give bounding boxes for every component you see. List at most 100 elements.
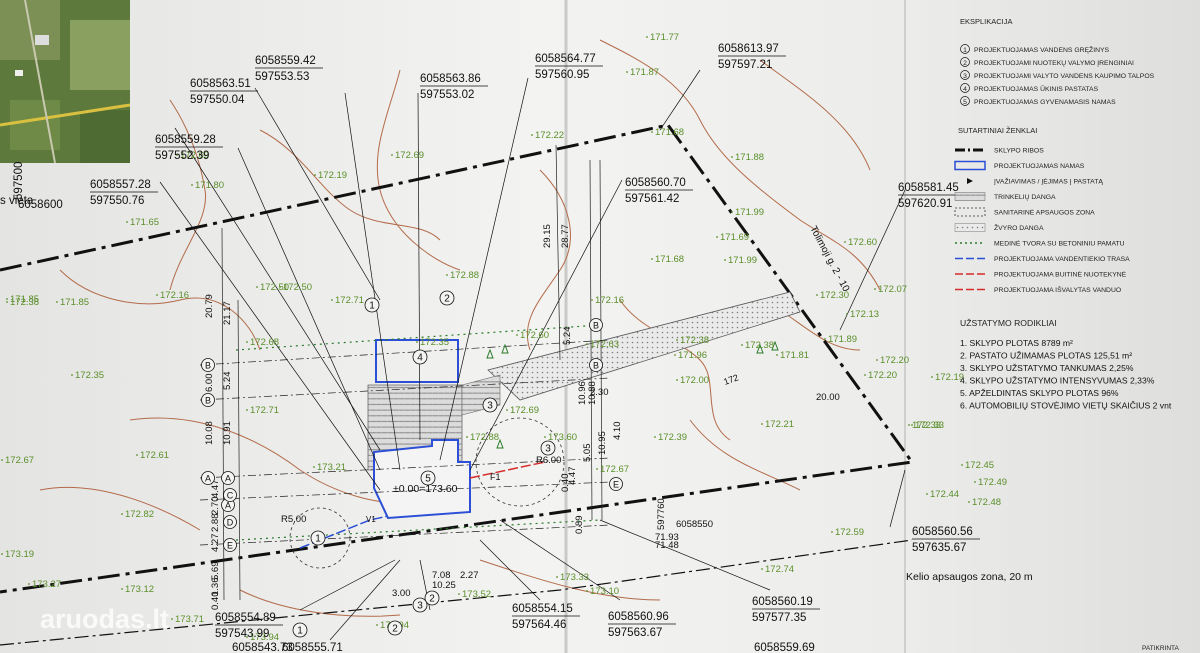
elevation-mark (376, 624, 378, 626)
axis-bubble (201, 393, 215, 407)
object-marker-circle (310, 530, 326, 546)
coordinate-east: 597561.42 (625, 193, 679, 205)
elevation-mark (246, 636, 248, 638)
elevation-mark (586, 590, 588, 592)
elevation-label: 172.68 (250, 337, 279, 348)
legend-label: ĮVAŽIAVIMAS / ĮĖJIMAS Į PASTATĄ (994, 177, 1103, 186)
elevation-label: 171.77 (650, 32, 679, 43)
elevation-mark (556, 576, 558, 578)
grid-axis-line (199, 377, 611, 401)
coordinate-leader (174, 127, 381, 451)
elevation-mark (56, 301, 58, 303)
legend-label: MEDINĖ TVORA SU BETONINIU PAMATU (994, 239, 1125, 248)
coordinate-north: 6058564.77 (535, 53, 596, 65)
elevation-mark (1, 459, 3, 461)
dimension-value: 0.40 (560, 474, 571, 493)
elevation-label: 172.44 (930, 489, 959, 500)
elevation-label: 172.16 (595, 295, 624, 306)
road-zone-label: Kelio apsaugos zona, 20 m (906, 571, 1033, 583)
coordinate-north: 6058555.71 (282, 642, 343, 653)
elevation-label: 171.68 (655, 254, 684, 265)
grid-axis-line (199, 339, 611, 366)
elevation-label: 172.33 (915, 420, 944, 431)
contour-line (619, 299, 731, 441)
elevation-mark (171, 618, 173, 620)
elevation-mark (121, 513, 123, 515)
dimension-value: 10.08 (204, 421, 215, 445)
coordinate-north: 6058559.42 (255, 55, 316, 67)
partial-label: s vieta (0, 195, 34, 207)
dimension-value: 2.88 (210, 514, 221, 533)
legend-symbol-house (954, 160, 986, 171)
object-marker-circle (412, 349, 428, 365)
dimension-value: 10.88 (587, 381, 598, 405)
elevation-mark (176, 154, 178, 156)
elevation-label: 173.94 (250, 632, 279, 643)
coordinate-east: 597550.76 (90, 195, 144, 207)
dimension-value: 20.00 (816, 392, 840, 403)
axis-letter: B (593, 321, 599, 331)
dimension-value: 4.47 (567, 467, 578, 486)
axis-bubble (223, 538, 237, 552)
coordinate-leader (237, 147, 381, 471)
legend-label: SANITARINĖ APSAUGOS ZONA (994, 208, 1095, 217)
dimension-value: 28.77 (560, 224, 571, 248)
gravel-driveway (487, 291, 801, 401)
legend-label: PROJEKTUOJAMA VANDENTIEKIO TRASA (994, 256, 1130, 263)
elevation-label: 171.68 (655, 127, 684, 138)
elevation-label: 171.81 (780, 350, 809, 361)
object-marker-circle (424, 590, 440, 606)
legend-symbol-entrance (967, 178, 973, 184)
elevation-mark (824, 338, 826, 340)
object-marker-circle (420, 470, 436, 486)
coordinate-east: 597577.35 (752, 612, 806, 624)
dimension-value: 4.10 (612, 422, 623, 441)
elevation-label: 172.45 (965, 460, 994, 471)
legend-label: TRINKELIŲ DANGA (994, 194, 1056, 201)
coordinate-north: 6058554.89 (215, 612, 276, 624)
elevation-mark (731, 211, 733, 213)
elevation-mark (926, 493, 928, 495)
tree-symbol (771, 340, 779, 351)
coordinate-north: 6058560.56 (912, 526, 973, 538)
elevation-mark (731, 156, 733, 158)
elevation-label: 172.67 (5, 455, 34, 466)
tree-symbol (501, 343, 509, 354)
elevation-label: 172.59 (835, 527, 864, 538)
contour-line (689, 419, 801, 491)
elevation-label: 172.38 (745, 340, 774, 351)
coordinate-east: 597563.67 (608, 627, 662, 639)
axis-letter: B (593, 361, 599, 371)
explication-label: PROJEKTUOJAMAS VANDENS GRĘŽINYS (974, 45, 1110, 54)
contour-line (259, 129, 441, 241)
object-marker-number: 1 (297, 626, 303, 637)
coordinate-leader (344, 92, 401, 471)
explication-number-circle (960, 57, 970, 67)
dimension-value: 5.24 (562, 327, 573, 346)
elevation-mark (724, 259, 726, 261)
elevation-mark (911, 424, 913, 426)
elevation-label: 172.38 (680, 335, 709, 346)
indicator-line: 3. SKLYPO UŽSTATYMO TANKUMAS 2,25% (960, 363, 1134, 373)
elevation-mark (136, 454, 138, 456)
elevation-mark (974, 481, 976, 483)
coordinate-north: 6058560.19 (752, 596, 813, 608)
dimension-value: 2.30 (590, 387, 609, 398)
contour-line (169, 99, 207, 291)
water-pipe-label: V1 (366, 515, 376, 524)
axis-bubble (221, 471, 235, 485)
dimension-value: 20.79 (204, 294, 215, 318)
elevation-mark (121, 588, 123, 590)
fence (235, 519, 601, 541)
elevation-label: 172.50 (260, 282, 289, 293)
elevation-mark (586, 343, 588, 345)
elevation-label: 171.96 (678, 350, 707, 361)
dimension-value: 0.40 (210, 592, 221, 611)
elevation-mark (654, 436, 656, 438)
coordinate-north: 6058559.69 (754, 642, 815, 653)
coordinate-north: 6058613.97 (718, 43, 779, 55)
elevation-label: 172.82 (125, 509, 154, 520)
dimension-value: 4.27 (210, 534, 221, 553)
object-marker-circle (439, 290, 455, 306)
